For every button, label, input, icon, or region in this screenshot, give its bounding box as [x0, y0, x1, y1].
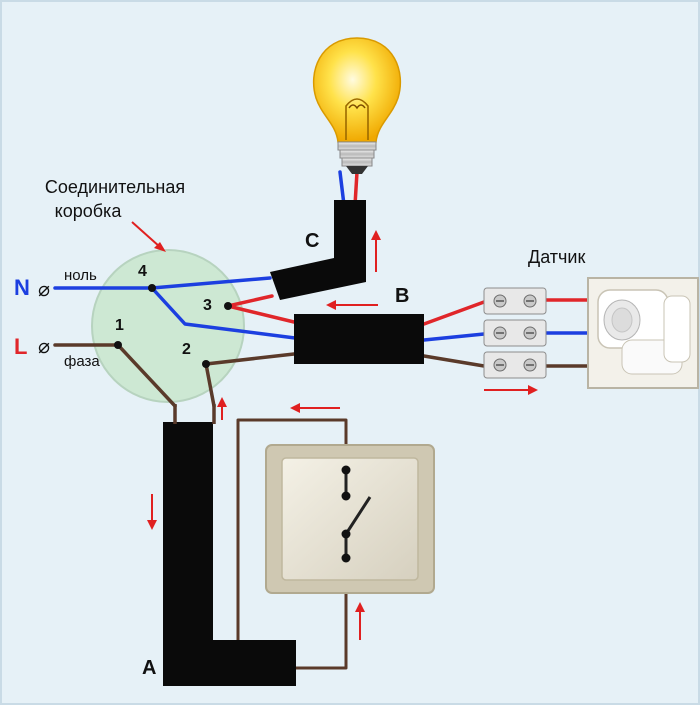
- cable-c-label: C: [305, 230, 319, 252]
- terminal-1-dot: [114, 341, 122, 349]
- neutral-word: ноль: [64, 267, 97, 284]
- wire-b-brown: [422, 354, 486, 368]
- arrow-up-switch: [355, 602, 365, 612]
- wire-bulb-phase: [353, 170, 359, 207]
- wire-red-to-c: [226, 294, 274, 308]
- cable-a: [163, 422, 296, 686]
- phase-terminal-symbol: ⌀: [38, 336, 50, 358]
- cable-c: [270, 200, 366, 300]
- arrow-left-switch: [290, 403, 300, 413]
- phase-letter: L: [14, 334, 27, 359]
- arrow-down-a: [147, 520, 157, 530]
- terminal-dots: [114, 284, 232, 368]
- wire-red-to-b: [226, 304, 296, 324]
- arrow-caption: [154, 242, 166, 252]
- terminal-2-label: 2: [182, 341, 191, 358]
- arrow-up-c: [371, 230, 381, 240]
- terminal-4-label: 4: [138, 263, 147, 280]
- junction-box-caption-line1: Соединительная: [45, 177, 185, 197]
- motion-sensor-icon: [587, 277, 699, 389]
- wire-neutral-to-b: [150, 286, 297, 340]
- arrow-left-b: [326, 300, 336, 310]
- light-bulb-icon: [312, 37, 402, 174]
- terminal-3-label: 3: [203, 297, 212, 314]
- current-arrows: [131, 221, 538, 640]
- terminal-4-dot: [148, 284, 156, 292]
- wall-switch-icon: [265, 444, 435, 594]
- wire-neutral-to-c: [150, 276, 272, 290]
- wire-b-red: [422, 300, 486, 326]
- junction-box-caption-line2: коробка: [55, 201, 123, 221]
- arrow-right-sensor: [528, 385, 538, 395]
- cable-b: [294, 314, 424, 364]
- terminal-2-dot: [202, 360, 210, 368]
- wire-brown-to-a: [204, 362, 216, 408]
- terminal-block-icon: [483, 287, 547, 379]
- wire-brown-to-b: [204, 352, 296, 366]
- cables: [163, 200, 424, 686]
- cable-b-label: B: [395, 285, 409, 307]
- wire-a-entries: [173, 404, 216, 424]
- sensor-label: Датчик: [528, 247, 585, 267]
- cable-a-label: A: [142, 657, 156, 679]
- wire-b-blue: [422, 332, 486, 342]
- neutral-letter: N: [14, 275, 30, 300]
- phase-word: фаза: [64, 353, 100, 370]
- wire-bulb-neutral: [338, 170, 346, 207]
- terminal-3-dot: [224, 302, 232, 310]
- arrow-up-a: [217, 397, 227, 407]
- terminal-1-label: 1: [115, 317, 124, 334]
- neutral-terminal-symbol: ⌀: [38, 279, 50, 301]
